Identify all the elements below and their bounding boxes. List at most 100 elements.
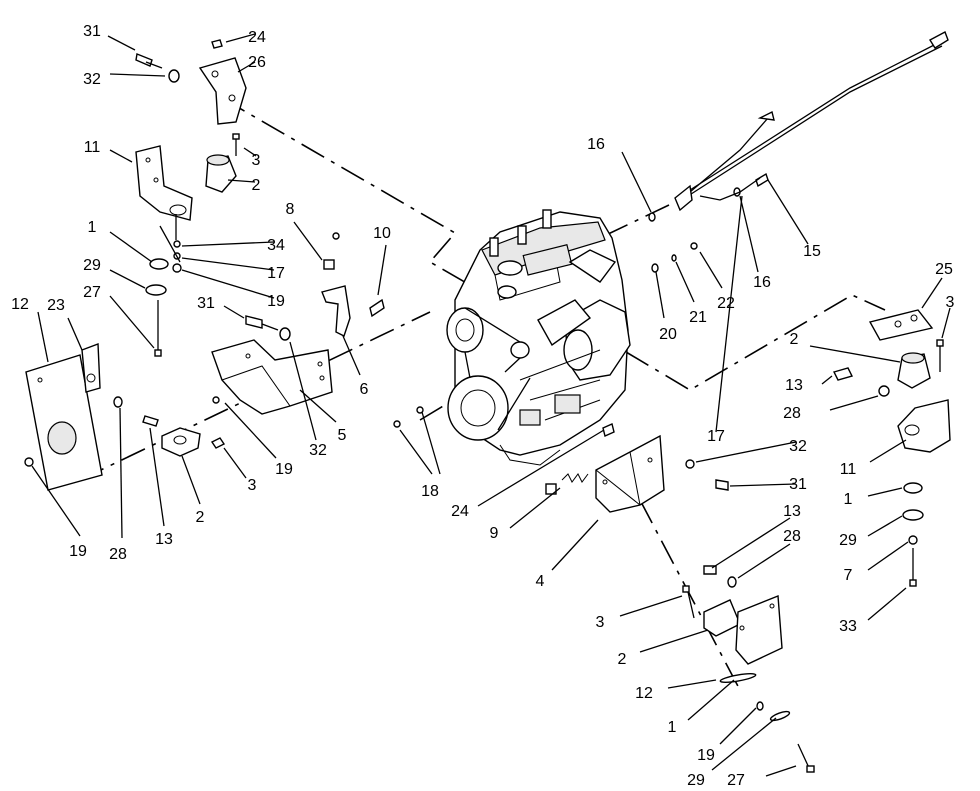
- leader-line-32: [695, 441, 797, 463]
- leader-line-22: [699, 251, 723, 289]
- callout-5: 5: [338, 427, 347, 444]
- leader-line-18: [399, 429, 433, 475]
- callout-6: 6: [360, 381, 369, 398]
- leader-line-12: [37, 311, 49, 363]
- leader-line-13: [149, 427, 165, 527]
- leader-line-2: [809, 345, 901, 363]
- callout-31: 31: [197, 295, 215, 312]
- leader-line-11: [869, 439, 907, 463]
- callout-2: 2: [618, 651, 627, 668]
- leader-line-6: [342, 335, 361, 376]
- leader-line-16: [739, 195, 759, 273]
- leader-line-16: [621, 151, 652, 213]
- callout-19: 19: [69, 543, 87, 560]
- leader-line-3: [243, 147, 257, 157]
- callout-34: 34: [267, 237, 285, 254]
- lower-left-mount: [24, 343, 226, 491]
- callout-32: 32: [789, 438, 807, 455]
- callout-4: 4: [536, 573, 545, 590]
- callout-29: 29: [687, 772, 705, 789]
- callout-16: 16: [587, 136, 605, 153]
- engine-assembly: [446, 209, 631, 466]
- callout-17: 17: [267, 265, 285, 282]
- callout-1: 1: [668, 719, 677, 736]
- callout-22: 22: [717, 295, 735, 312]
- leader-line-2: [181, 455, 201, 505]
- callout-29: 29: [839, 532, 857, 549]
- leader-line-7: [867, 541, 909, 571]
- callout-31: 31: [789, 476, 807, 493]
- right-mount: [832, 309, 951, 587]
- callout-2: 2: [252, 177, 261, 194]
- leader-line-17: [181, 257, 275, 271]
- leader-line-19: [31, 465, 81, 537]
- callout-31: 31: [83, 23, 101, 40]
- leader-line-27: [765, 765, 797, 777]
- leader-line-12: [667, 679, 717, 689]
- leader-line-4: [551, 519, 599, 571]
- leader-line-25: [921, 277, 943, 309]
- leader-line-9: [509, 487, 561, 529]
- callout-24: 24: [451, 503, 469, 520]
- leader-line-31: [107, 35, 136, 51]
- leader-line-32: [109, 73, 166, 77]
- callout-17: 17: [707, 428, 725, 445]
- leader-line-29: [109, 269, 146, 289]
- callout-3: 3: [248, 477, 257, 494]
- leader-line-19: [719, 707, 757, 745]
- leader-lines: [31, 33, 951, 777]
- callout-27: 27: [727, 772, 745, 789]
- callout-3: 3: [596, 614, 605, 631]
- callout-11: 11: [84, 139, 101, 156]
- callout-27: 27: [83, 284, 101, 301]
- callout-10: 10: [373, 225, 391, 242]
- leader-line-21: [675, 261, 695, 303]
- callout-13: 13: [785, 377, 803, 394]
- callout-1: 1: [844, 491, 853, 508]
- callout-7: 7: [844, 567, 853, 584]
- callout-28: 28: [783, 528, 801, 545]
- leader-line-15: [767, 179, 809, 245]
- leader-line-2: [227, 179, 256, 183]
- callout-19: 19: [267, 293, 285, 310]
- leader-line-3: [619, 595, 683, 617]
- leader-line-28: [829, 395, 879, 411]
- callout-25: 25: [935, 261, 953, 278]
- callout-9: 9: [490, 525, 499, 542]
- center-left-bracket: [211, 232, 385, 415]
- leader-line-31: [729, 483, 797, 487]
- leader-line-24: [477, 429, 605, 507]
- callout-32: 32: [83, 71, 101, 88]
- leader-line-2: [639, 629, 709, 653]
- leader-line-13: [821, 375, 833, 385]
- leader-line-17: [715, 195, 743, 433]
- leader-line-13: [711, 517, 791, 569]
- leader-line-10: [377, 244, 387, 296]
- callout-19: 19: [697, 747, 715, 764]
- leader-line-33: [867, 587, 907, 621]
- leader-line-1: [109, 231, 153, 263]
- leader-line-11: [109, 149, 133, 163]
- callout-29: 29: [83, 257, 101, 274]
- callout-12: 12: [11, 296, 29, 313]
- leader-line-23: [67, 317, 83, 351]
- leader-line-29: [711, 717, 777, 771]
- leader-line-24: [225, 33, 256, 43]
- callout-21: 21: [689, 309, 707, 326]
- callout-23: 23: [47, 297, 65, 314]
- callout-1: 1: [88, 219, 97, 236]
- leader-line-1: [687, 679, 735, 721]
- leader-line-8: [293, 221, 323, 261]
- leader-line-26: [237, 61, 256, 73]
- leader-line-28: [119, 407, 123, 539]
- callout-19: 19: [275, 461, 293, 478]
- leader-line-29: [867, 515, 903, 537]
- callout-8: 8: [286, 201, 295, 218]
- callout-18: 18: [421, 483, 439, 500]
- callout-15: 15: [803, 243, 821, 260]
- callout-3: 3: [252, 152, 261, 169]
- small-hardware-right: [393, 242, 698, 428]
- upper-left-mount: [135, 39, 247, 357]
